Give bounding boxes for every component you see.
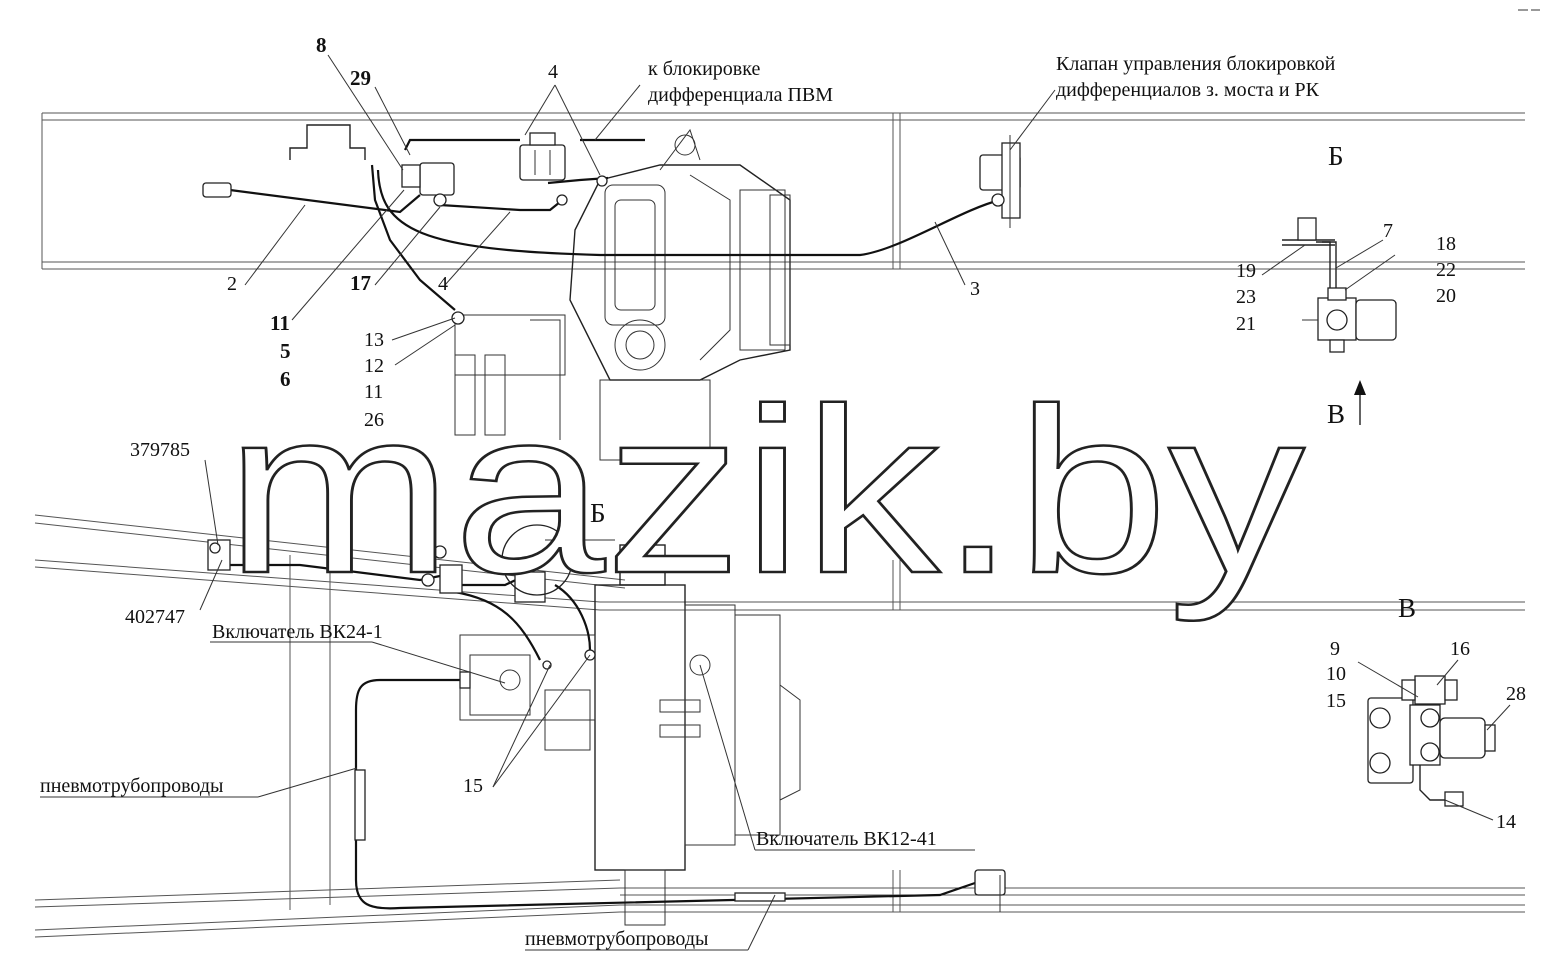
view-v-10: 10 [1326,663,1346,685]
label-6: 6 [280,367,291,391]
label-17: 17 [350,271,371,295]
view-v-28: 28 [1506,683,1526,705]
label-b-callout: Б [590,498,606,528]
view-v-detail [1367,675,1496,807]
upper-components [202,132,1021,325]
transfer-case-lower [459,544,801,926]
view-b-detail [1282,217,1397,425]
view-v-16: 16 [1450,638,1470,660]
label-2: 2 [227,273,237,295]
label-379785: 379785 [130,439,190,461]
label-pneumo2: пневмотрубопроводы [525,928,708,950]
view-b-22: 22 [1436,259,1456,281]
view-b-18: 18 [1436,233,1456,255]
label-4-top: 4 [548,61,558,83]
upper-frame-rail [41,112,1525,270]
view-v-14: 14 [1496,811,1516,833]
label-vk12: Включатель ВК12-41 [756,828,937,850]
watermark-text: mazik.by [225,359,1306,622]
view-b-title: Б [1328,141,1344,171]
label-8: 8 [316,33,327,57]
view-b-arrow-label: В [1327,399,1345,429]
label-4-mid: 4 [438,273,448,295]
label-29: 29 [350,66,371,90]
view-b-20: 20 [1436,285,1456,307]
labels: 8 29 4 к блокировке дифференциала ПВМ Кл… [40,33,1336,950]
view-b-19: 19 [1236,260,1256,282]
label-pvm-line2: дифференциала ПВМ [648,84,833,106]
label-3: 3 [970,278,980,300]
label-pneumo1: пневмотрубопроводы [40,775,223,797]
label-15-bottom: 15 [463,775,483,797]
leader-lines [40,54,1511,951]
lower-components [207,524,1006,912]
label-valve-line2: дифференциалов з. моста и РК [1056,79,1320,101]
view-b-21: 21 [1236,313,1256,335]
label-11b: 11 [364,381,383,403]
view-v-title: В [1398,593,1416,623]
view-v-labels: В 9 10 15 16 28 14 [1326,593,1526,833]
label-13: 13 [364,329,384,351]
view-v-15: 15 [1326,690,1346,712]
view-v-9: 9 [1330,638,1340,660]
label-valve-line1: Клапан управления блокировкой [1056,53,1336,75]
label-5: 5 [280,339,291,363]
label-26: 26 [364,409,384,431]
view-b-7: 7 [1383,220,1393,242]
label-11a: 11 [270,311,290,335]
label-12: 12 [364,355,384,377]
label-vk24: Включатель ВК24-1 [212,621,383,643]
view-b-labels: Б 19 23 21 7 18 22 20 В [1236,141,1456,429]
label-pvm-line1: к блокировке [648,58,760,80]
view-b-23: 23 [1236,286,1256,308]
label-402747: 402747 [125,606,185,628]
